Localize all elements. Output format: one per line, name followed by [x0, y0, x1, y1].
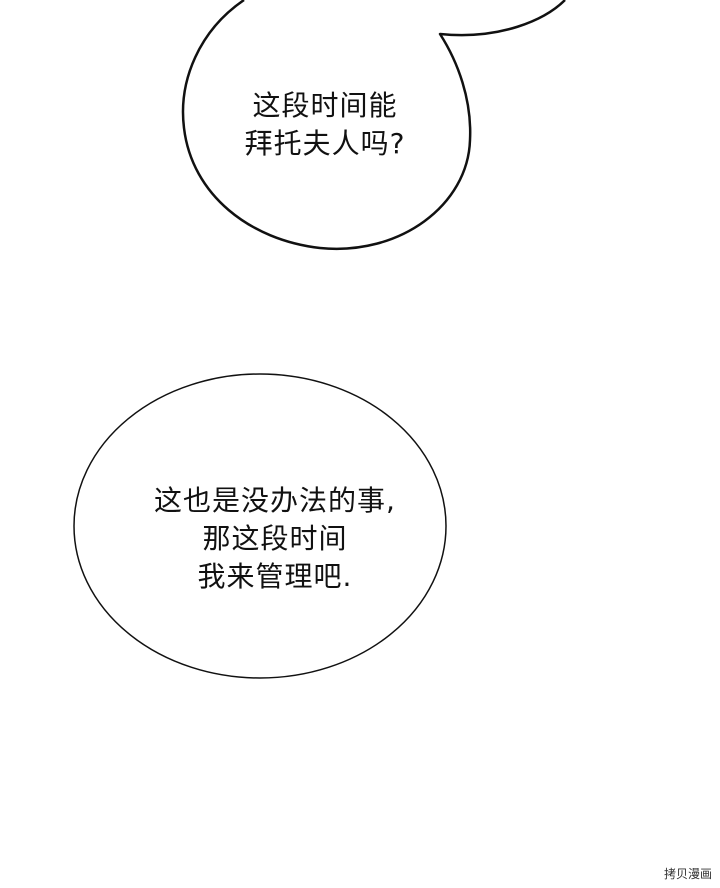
bubble-line: 我来管理吧. [197, 560, 353, 593]
bubble-line: 这也是没办法的事, [154, 484, 396, 517]
bubble-line: 这段时间能 [252, 89, 398, 122]
top-speech-bubble [181, 0, 566, 251]
watermark: 拷贝漫画 [663, 867, 712, 881]
top-bubble-text: 这段时间能 拜托夫人吗? [210, 87, 440, 163]
bubble-line: 拜托夫人吗? [244, 127, 406, 160]
bottom-speech-bubble [73, 373, 447, 679]
bottom-bubble-text: 这也是没办法的事, 那这段时间 我来管理吧. [110, 482, 440, 596]
bubble-line: 那这段时间 [202, 522, 348, 555]
